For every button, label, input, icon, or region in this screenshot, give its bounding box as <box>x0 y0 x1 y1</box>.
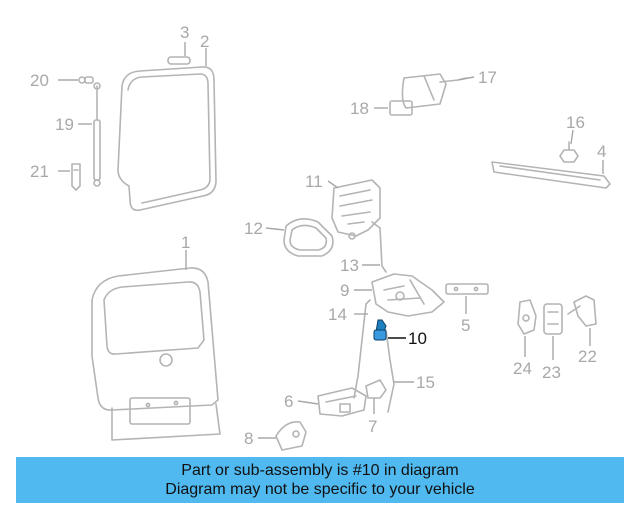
part-14-rod <box>353 299 371 399</box>
banner-line-1: Part or sub-assembly is #10 in diagram <box>181 462 459 479</box>
part-3-seal <box>167 56 191 65</box>
part-16-bolt <box>559 141 579 163</box>
part-19-gas-strut <box>93 82 101 187</box>
callout-22: 22 <box>578 347 597 366</box>
callout-18: 18 <box>350 99 369 118</box>
part-12-bezel <box>283 218 334 257</box>
callout-20: 20 <box>30 71 49 90</box>
part-23-hinge-block <box>543 303 563 335</box>
part-24-hinge-half <box>517 299 537 335</box>
callout-5: 5 <box>461 316 470 335</box>
parts-diagram: 3 2 20 19 21 1 17 18 16 4 11 12 13 9 14 … <box>30 23 611 451</box>
callout-16: 16 <box>566 113 585 132</box>
callout-10: 10 <box>408 329 427 348</box>
part-7-clip <box>365 379 387 399</box>
info-banner: Part or sub-assembly is #10 in diagram D… <box>16 457 624 503</box>
part-10-highlighted <box>373 319 387 341</box>
callout-2: 2 <box>200 32 209 51</box>
leader-lines <box>58 42 604 439</box>
part-8-mount <box>275 420 307 451</box>
callout-13: 13 <box>340 256 359 275</box>
callout-1: 1 <box>181 233 190 252</box>
callout-7: 7 <box>368 417 377 436</box>
callout-11: 11 <box>305 172 323 191</box>
callout-21: 21 <box>30 162 49 181</box>
callout-8: 8 <box>244 429 253 448</box>
part-4-rail <box>491 161 611 189</box>
part-2-rear-glass <box>117 66 217 212</box>
callout-15: 15 <box>416 373 435 392</box>
callout-14: 14 <box>328 305 347 324</box>
part-13-rod <box>371 221 387 273</box>
callout-12: 12 <box>244 219 263 238</box>
callout-17: 17 <box>478 68 497 87</box>
part-9-latch <box>371 273 445 317</box>
callout-6: 6 <box>284 392 293 411</box>
banner-line-2: Diagram may not be specific to your vehi… <box>165 481 475 498</box>
part-20-clip <box>78 76 94 84</box>
callout-3: 3 <box>180 23 189 42</box>
part-11-lock-housing <box>331 179 381 240</box>
part-22-hinge-bracket <box>567 295 597 327</box>
callout-9: 9 <box>340 281 349 300</box>
part-18-plate <box>389 100 413 116</box>
callout-24: 24 <box>513 359 532 378</box>
part-1-tailgate <box>91 267 221 441</box>
callout-19: 19 <box>55 115 74 134</box>
callout-23: 23 <box>542 363 561 382</box>
part-5-striker-plate <box>445 283 489 295</box>
part-21-bracket <box>71 163 81 191</box>
part-6-actuator <box>317 387 367 417</box>
callout-4: 4 <box>597 142 606 161</box>
part-15-rod <box>385 329 395 413</box>
